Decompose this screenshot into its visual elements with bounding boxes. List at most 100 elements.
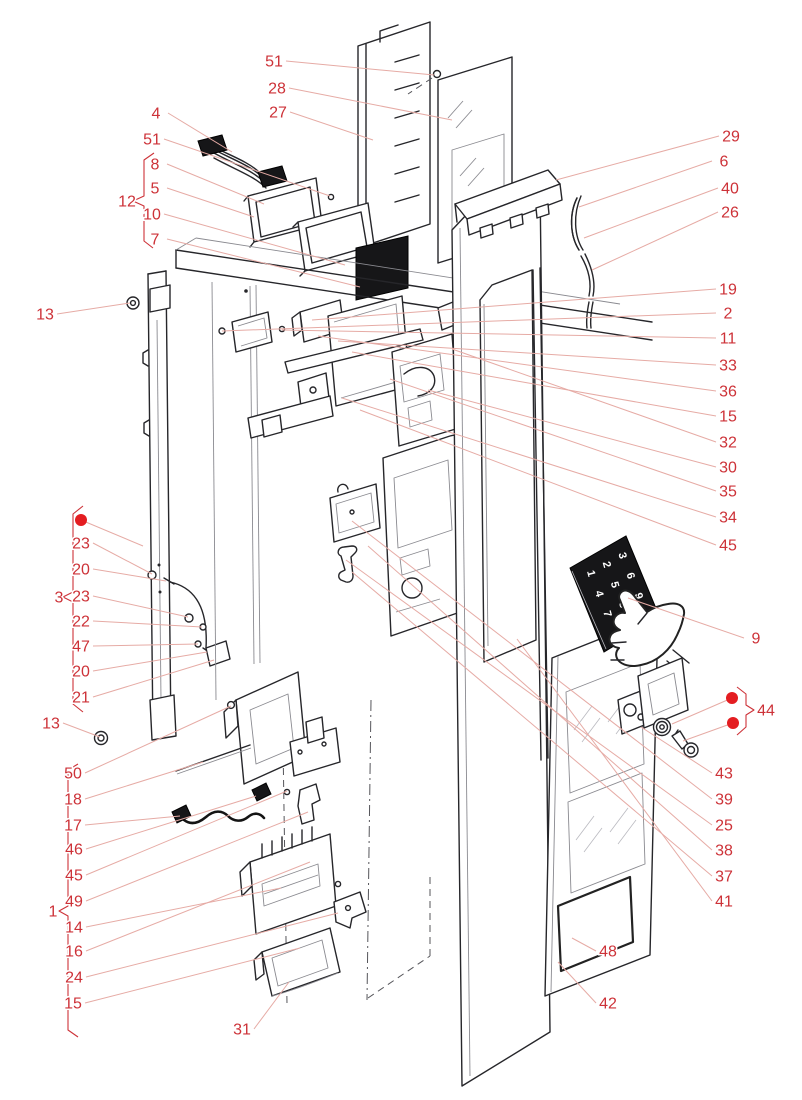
gasket-strip-26-40 bbox=[570, 195, 595, 329]
callout-label-9: 9 bbox=[752, 631, 761, 648]
cable-17-46 bbox=[171, 782, 291, 825]
leader-line bbox=[85, 887, 282, 928]
chassis-cluster bbox=[218, 295, 463, 447]
callout-label-23: 23 bbox=[72, 589, 90, 606]
callout-label-47: 47 bbox=[72, 639, 90, 656]
dot-leader-line bbox=[671, 697, 733, 725]
keypad-key-6: 6 bbox=[624, 571, 637, 580]
leader-line bbox=[359, 409, 717, 546]
service-panel bbox=[382, 434, 467, 637]
callout-label-40: 40 bbox=[721, 181, 739, 198]
callout-label-15: 15 bbox=[719, 409, 737, 426]
front-door-42 bbox=[451, 181, 551, 1087]
rail-15 bbox=[284, 328, 424, 374]
keypad-key-3: 3 bbox=[615, 551, 628, 560]
rail-foot bbox=[149, 694, 177, 741]
cable-connector bbox=[251, 782, 272, 802]
bracket-44 bbox=[736, 686, 755, 736]
screw-51 bbox=[432, 69, 442, 79]
hinge-bracket bbox=[149, 284, 171, 313]
keypad-key-1: 1 bbox=[584, 569, 597, 578]
callout-label-23: 23 bbox=[72, 536, 90, 553]
leader-line bbox=[288, 87, 453, 121]
leader-line bbox=[367, 545, 713, 851]
leader-line bbox=[341, 397, 717, 518]
callout-label-44: 44 bbox=[757, 703, 775, 720]
bracket-1 bbox=[58, 763, 79, 1038]
leader-lines bbox=[56, 60, 745, 1030]
callout-label-45: 45 bbox=[719, 538, 737, 555]
leader-line bbox=[351, 351, 717, 417]
hinge-rail bbox=[93, 270, 177, 746]
leader-line bbox=[571, 937, 597, 952]
callout-label-36: 36 bbox=[719, 384, 737, 401]
leader-line bbox=[451, 348, 717, 443]
door-top-shelf bbox=[175, 237, 653, 341]
door-hinge-hardware bbox=[147, 570, 231, 667]
callout-label-20: 20 bbox=[72, 562, 90, 579]
leader-line bbox=[311, 288, 717, 321]
leader-line bbox=[345, 559, 713, 826]
leader-line bbox=[84, 761, 204, 800]
callout-label-39: 39 bbox=[715, 792, 733, 809]
keypad-key-5: 5 bbox=[608, 580, 621, 589]
callout-label-19: 19 bbox=[719, 282, 737, 299]
top-back-slotted-panel bbox=[357, 21, 442, 249]
leader-line bbox=[640, 726, 713, 774]
bracket-39 bbox=[329, 483, 381, 543]
leader-line bbox=[84, 705, 232, 774]
coin-chute-14 bbox=[239, 826, 367, 935]
callout-label-37: 37 bbox=[715, 869, 733, 886]
washer-23b bbox=[184, 613, 194, 623]
handle-rod bbox=[169, 581, 207, 649]
leader-line bbox=[92, 651, 208, 672]
leader-line bbox=[92, 643, 199, 647]
callout-label-45: 45 bbox=[65, 868, 83, 885]
keypad-key-4: 4 bbox=[592, 589, 605, 599]
callout-label-50: 50 bbox=[64, 766, 82, 783]
callout-label-25: 25 bbox=[715, 818, 733, 835]
ribbon-cable-4 bbox=[197, 134, 288, 189]
callout-label-43: 43 bbox=[715, 766, 733, 783]
callout-label-20: 20 bbox=[72, 664, 90, 681]
callout-label-17: 17 bbox=[64, 818, 82, 835]
callout-label-38: 38 bbox=[715, 843, 733, 860]
callout-label-13: 13 bbox=[42, 716, 60, 733]
bushing-13 bbox=[93, 730, 109, 746]
callout-label-42: 42 bbox=[599, 996, 617, 1013]
lock-assembly bbox=[617, 657, 699, 758]
leader-line bbox=[281, 329, 717, 339]
callout-label-7: 7 bbox=[151, 232, 160, 249]
leader-line bbox=[516, 638, 713, 902]
ribbon-connector bbox=[197, 134, 228, 157]
leader-line bbox=[253, 981, 290, 1030]
hook-25 bbox=[337, 545, 358, 583]
leader-line bbox=[85, 795, 257, 850]
callout-label-15: 15 bbox=[64, 996, 82, 1013]
callout-label-49: 49 bbox=[65, 894, 83, 911]
leader-line bbox=[166, 163, 265, 205]
leader-line bbox=[337, 340, 717, 366]
leader-line bbox=[163, 213, 346, 266]
callout-label-27: 27 bbox=[269, 105, 287, 122]
plate-21 bbox=[205, 640, 231, 667]
leader-line bbox=[285, 60, 435, 76]
callout-label-6: 6 bbox=[720, 154, 729, 171]
dot-leader-line bbox=[682, 722, 734, 742]
leader-line bbox=[62, 722, 101, 738]
callout-label-1: 1 bbox=[49, 904, 58, 921]
callout-label-29: 29 bbox=[722, 129, 740, 146]
leader-line bbox=[289, 111, 374, 141]
leader-line bbox=[389, 378, 717, 492]
callout-label-12: 12 bbox=[118, 194, 136, 211]
red-dots bbox=[75, 514, 739, 742]
plate-34 bbox=[247, 395, 334, 439]
coin-mid-bracket bbox=[289, 716, 341, 825]
leader-line bbox=[583, 187, 719, 239]
keypad-key-9: 9 bbox=[632, 592, 645, 601]
callout-label-51: 51 bbox=[143, 132, 161, 149]
leader-line bbox=[351, 571, 713, 877]
callout-label-31: 31 bbox=[233, 1022, 251, 1039]
hook-49 bbox=[297, 783, 321, 825]
leader-line bbox=[427, 389, 717, 468]
